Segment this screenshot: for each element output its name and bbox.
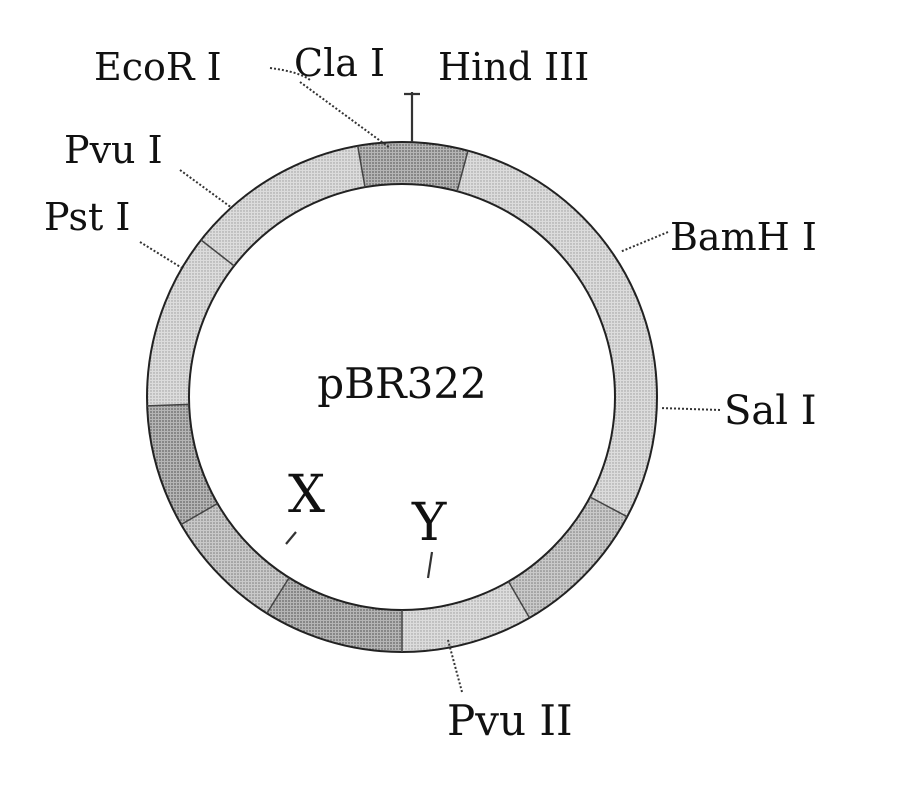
bamh1-leader bbox=[619, 231, 669, 253]
pvu1-leader bbox=[179, 169, 233, 209]
cla1-label: Cla I bbox=[294, 41, 385, 85]
ring-dividers bbox=[147, 145, 628, 652]
ecor1-label: EcoR I bbox=[94, 45, 222, 89]
pvu1-label: Pvu I bbox=[64, 128, 163, 172]
ring-segment-lower-right bbox=[508, 496, 628, 618]
ring-divider bbox=[356, 145, 366, 188]
sal1-label: Sal I bbox=[724, 388, 817, 434]
ring-segment-lower-left bbox=[181, 503, 290, 614]
ring-divider bbox=[180, 502, 218, 526]
ring-divider bbox=[456, 150, 469, 192]
ring-divider bbox=[147, 403, 190, 407]
ring-segment-top bbox=[357, 142, 468, 192]
y-marker-tick bbox=[426, 551, 434, 579]
bamh1-label: BamH I bbox=[670, 215, 817, 259]
ring-segment-upper-left bbox=[147, 240, 235, 406]
pst1-leader bbox=[139, 241, 183, 269]
sal1-leader bbox=[659, 407, 721, 411]
ring-segment-bottom-left bbox=[266, 577, 402, 652]
plasmid-ring bbox=[147, 142, 657, 652]
marker-x: X bbox=[288, 465, 325, 525]
pst1-label: Pst I bbox=[44, 195, 130, 239]
ring-divider bbox=[266, 577, 290, 614]
pvu2-leader bbox=[447, 639, 463, 693]
hind3-label: Hind III bbox=[438, 45, 589, 89]
ring-divider bbox=[200, 239, 235, 267]
ring-divider bbox=[507, 581, 531, 619]
ring-segment-top-left bbox=[201, 145, 366, 266]
ring-segment-left bbox=[147, 404, 218, 525]
hind3-leader bbox=[404, 92, 420, 142]
pvu2-label: Pvu II bbox=[447, 696, 573, 745]
x-marker-tick bbox=[285, 531, 297, 545]
ecor1-leader bbox=[269, 67, 311, 81]
ring-segment-right bbox=[457, 150, 657, 517]
plasmid-name: pBR322 bbox=[317, 359, 487, 408]
ring-segment-bottom bbox=[402, 581, 530, 652]
ring-divider bbox=[589, 496, 628, 518]
marker-y: Y bbox=[411, 493, 447, 553]
cla1-leader bbox=[299, 81, 391, 149]
